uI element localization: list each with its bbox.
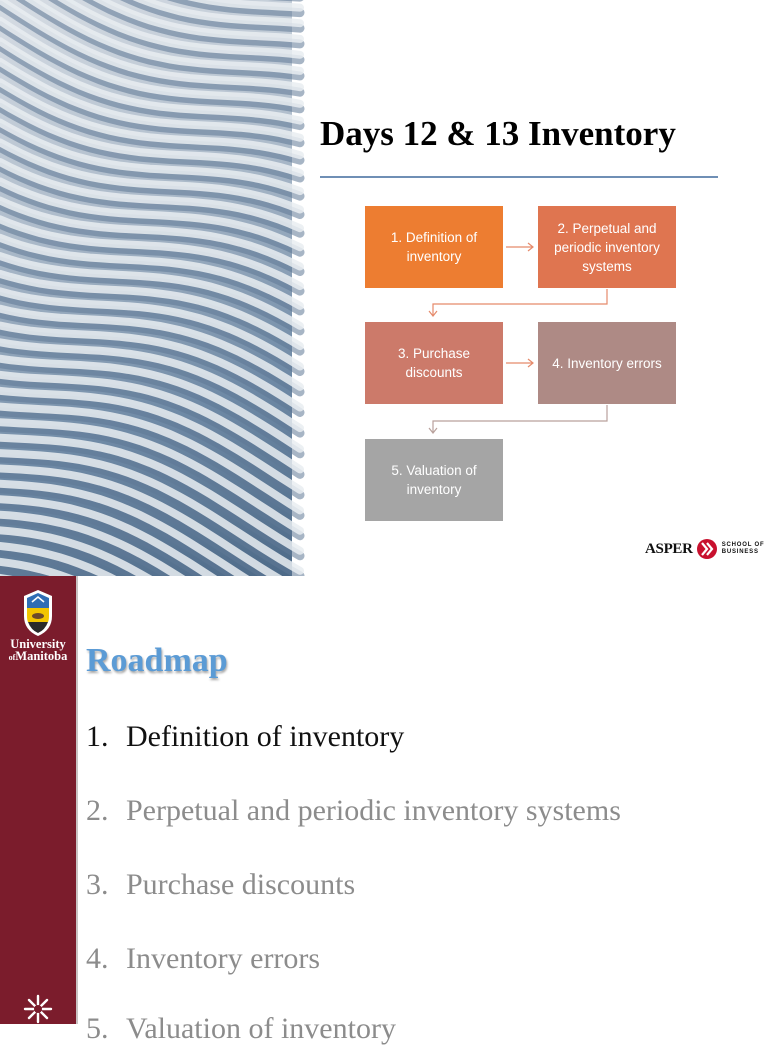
asper-sub-line2: BUSINESS <box>721 549 759 555</box>
bison-burst-icon <box>23 994 53 1024</box>
roadmap-item-4-text: Inventory errors <box>126 942 321 975</box>
flow-step-1-label: 1. Definition of inventory <box>390 230 478 264</box>
flow-step-1: 1. Definition of inventory <box>365 206 503 288</box>
title-divider <box>320 176 718 178</box>
roadmap-item-2: 2. Perpetual and periodic inventory syste… <box>86 794 621 828</box>
slide-title: Days 12 & 13 Inventory <box>320 114 676 153</box>
roadmap-item-3: 3. Purchase discounts <box>86 868 355 902</box>
flow-step-4: 4. Inventory errors <box>538 322 676 404</box>
flow-step-5-label: 5. Valuation of inventory <box>391 463 477 497</box>
sidebar-divider <box>76 576 78 1024</box>
roadmap-item-4-number: 4. <box>86 942 109 975</box>
flow-connectors <box>428 242 608 434</box>
roadmap-item-1-number: 1. <box>86 720 109 753</box>
asper-sub-line1: SCHOOL OF <box>721 542 765 548</box>
roadmap-item-5: 5. Valuation of inventory <box>86 1012 396 1046</box>
university-sidebar: University ofManitoba <box>0 576 76 1024</box>
asper-logo: ASPER SCHOOL OF BUSINESS <box>645 538 764 560</box>
asper-chevron-icon <box>696 539 717 559</box>
flow-step-5: 5. Valuation of inventory <box>365 439 503 521</box>
flow-step-3: 3. Purchase discounts <box>365 322 503 404</box>
roadmap-slide: University ofManitoba Roadmap 1. Definiti… <box>0 576 768 1045</box>
roadmap-item-3-text: Purchase discounts <box>126 868 356 901</box>
roadmap-item-5-text: Valuation of inventory <box>126 1012 396 1045</box>
asper-logo-subtext: SCHOOL OF BUSINESS <box>722 542 765 556</box>
university-wordmark: University ofManitoba <box>0 638 76 664</box>
title-slide: Days 12 & 13 Inventory 1. Definition of … <box>0 0 764 731</box>
roadmap-item-1-text: Definition of inventory <box>126 720 405 753</box>
roadmap-title: Roadmap <box>86 642 228 679</box>
roadmap-item-2-number: 2. <box>86 794 109 827</box>
flow-step-2-label: 2. Perpetual and periodic inventory syst… <box>554 220 660 274</box>
roadmap-item-1: 1. Definition of inventory <box>86 720 404 754</box>
flow-step-3-label: 3. Purchase discounts <box>397 346 471 380</box>
university-crest-icon <box>24 590 52 636</box>
university-line2: Manitoba <box>15 649 68 663</box>
roadmap-item-2-text: Perpetual and periodic inventory systems <box>126 794 621 827</box>
flow-step-4-label: 4. Inventory errors <box>552 355 662 371</box>
asper-logo-text: ASPER <box>645 540 693 557</box>
roadmap-item-4: 4. Inventory errors <box>86 942 320 976</box>
roadmap-item-3-number: 3. <box>86 868 109 901</box>
university-of: of <box>8 653 16 662</box>
flow-step-2: 2. Perpetual and periodic inventory syst… <box>538 206 676 288</box>
roadmap-item-5-number: 5. <box>86 1012 109 1045</box>
university-line1: University <box>10 637 66 651</box>
